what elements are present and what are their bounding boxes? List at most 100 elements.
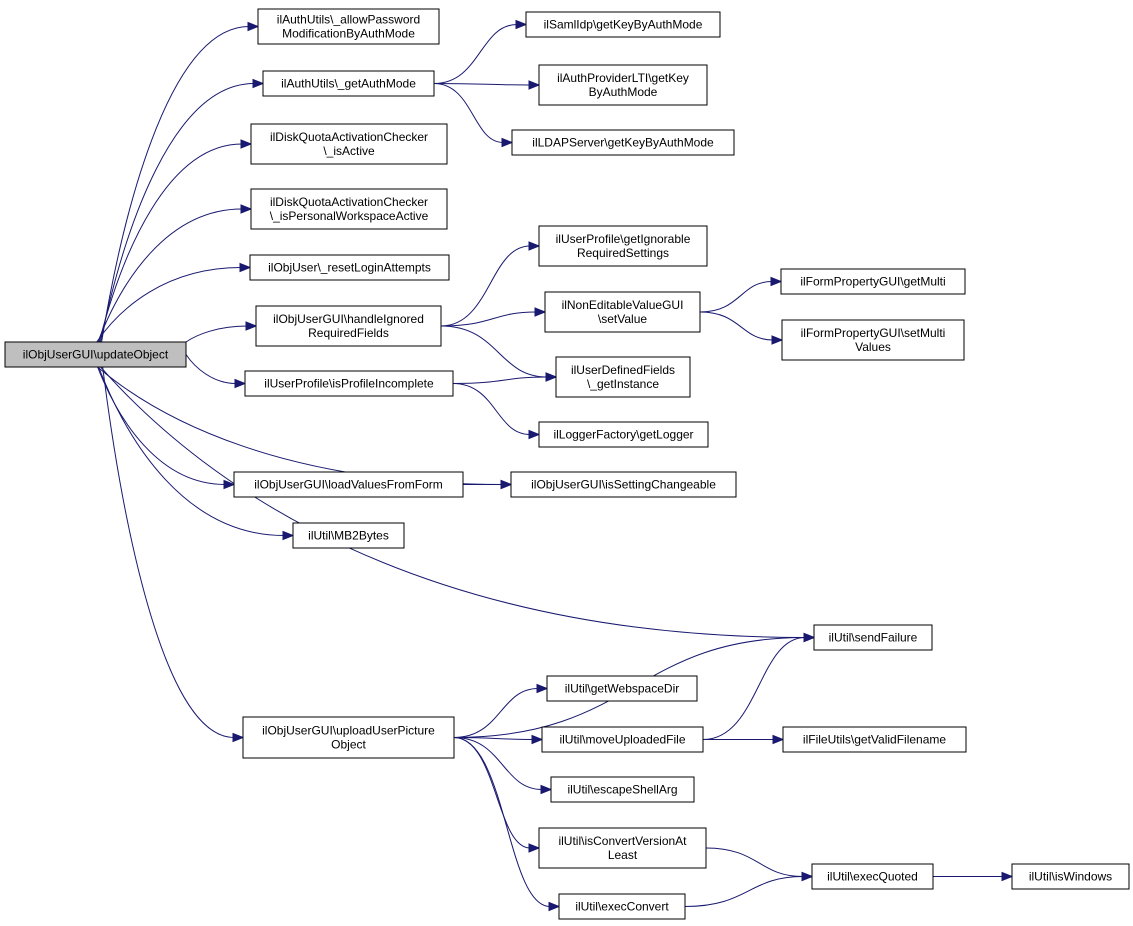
node-mb2bytes[interactable]: ilUtil\MB2Bytes [292, 522, 405, 549]
node-box [250, 188, 448, 230]
edge-root-to-diskActive [98, 143, 243, 343]
node-escapeShell[interactable]: ilUtil\escapeShellArg [550, 776, 695, 803]
arrowhead-uploadPicture-to-execConvert [548, 901, 561, 912]
node-box [242, 716, 455, 759]
node-webspaceDir[interactable]: ilUtil\getWebspaceDir [546, 675, 698, 702]
node-label: ilAuthUtils\_allowPassword [277, 13, 420, 27]
arrowhead-execQuoted-to-isWindows [1001, 871, 1014, 882]
node-box [781, 319, 965, 361]
node-label: ilUtil\escapeShellArg [567, 783, 677, 797]
edge-root-to-mb2bytes [98, 366, 285, 536]
node-box [538, 421, 709, 448]
node-validFilename[interactable]: ilFileUtils\getValidFilename [782, 726, 967, 753]
node-box [813, 624, 933, 651]
node-box [811, 863, 934, 890]
node-label: ilNonEditableValueGUI [562, 298, 684, 312]
node-loggerFactory[interactable]: ilLoggerFactory\getLogger [538, 421, 709, 448]
edge-uploadPicture-to-execConvert [453, 737, 551, 907]
node-nonEditable[interactable]: ilNonEditableValueGUI\setValue [544, 291, 701, 333]
arrowhead-getAuthMode-to-ldapKey [501, 137, 514, 148]
node-getAuthMode[interactable]: ilAuthUtils\_getAuthMode [262, 70, 435, 97]
node-isWindows[interactable]: ilUtil\isWindows [1011, 863, 1130, 890]
node-execQuoted[interactable]: ilUtil\execQuoted [811, 863, 934, 890]
node-label: ilUtil\sendFailure [829, 631, 918, 645]
nodes-layer: ilObjUserGUI\updateObject ilAuthUtils\_al… [4, 8, 1130, 920]
edge-profileIncomplete-to-userDefined [452, 376, 548, 384]
node-ltiKey[interactable]: ilAuthProviderLTI\getKeyByAuthMode [538, 64, 708, 106]
arrowhead-root-to-getAuthMode [252, 78, 265, 89]
node-box [255, 305, 442, 347]
node-box [780, 268, 966, 295]
node-ignorableSettings[interactable]: ilUserProfile\getIgnorableRequiredSettin… [538, 225, 708, 267]
edge-handleIgnored-to-userDefined [440, 325, 548, 378]
arrowhead-uploadPicture-to-escapeShell [540, 784, 553, 795]
node-box [1011, 863, 1130, 890]
arrowhead-loadValues-to-settingChangeable [500, 479, 513, 490]
node-box [510, 471, 737, 498]
node-resetLogin[interactable]: ilObjUser\_resetLoginAttempts [249, 254, 450, 281]
node-getMulti[interactable]: ilFormPropertyGUI\getMulti [780, 268, 966, 295]
node-profileIncomplete[interactable]: ilUserProfile\isProfileIncomplete [244, 370, 454, 397]
node-loadValues[interactable]: ilObjUserGUI\loadValuesFromForm [233, 471, 464, 498]
node-box [249, 254, 450, 281]
node-moveUploaded[interactable]: ilUtil\moveUploadedFile [541, 726, 704, 753]
node-allowPwd[interactable]: ilAuthUtils\_allowPasswordModificationBy… [257, 8, 440, 45]
node-label: ModificationByAuthMode [282, 27, 415, 41]
arrowhead-handleIgnored-to-ignorableSettings [528, 241, 541, 251]
arrowhead-root-to-mb2bytes [282, 530, 295, 541]
edge-root-to-loadValues [97, 366, 226, 485]
node-userDefined[interactable]: ilUserDefinedFields\_getInstance [555, 356, 691, 398]
edge-handleIgnored-to-nonEditable [440, 311, 537, 327]
node-label: ilObjUserGUI\uploadUserPicture [262, 724, 435, 738]
edge-convertVersion-to-execQuoted [705, 847, 804, 877]
node-label: RequiredFields [308, 326, 389, 340]
node-label: \_isActive [323, 144, 375, 158]
node-label: ilUtil\getWebspaceDir [565, 682, 680, 696]
node-label: ilSamlIdp\getKeyByAuthMode [544, 18, 703, 32]
node-label: ilUserDefinedFields [571, 363, 675, 377]
node-samlKey[interactable]: ilSamlIdp\getKeyByAuthMode [525, 11, 721, 38]
node-root[interactable]: ilObjUserGUI\updateObject [4, 341, 187, 368]
arrowhead-root-to-diskActive [240, 139, 253, 149]
node-sendFailure[interactable]: ilUtil\sendFailure [813, 624, 933, 651]
node-ldapKey[interactable]: ilLDAPServer\getKeyByAuthMode [511, 129, 735, 156]
edge-root-to-getAuthMode [99, 83, 255, 343]
edge-getAuthMode-to-samlKey [433, 24, 518, 84]
node-diskActive[interactable]: ilDiskQuotaActivationChecker\_isActive [250, 123, 448, 165]
edge-root-to-handleIgnored [185, 325, 248, 343]
node-label: ilUtil\isWindows [1029, 870, 1112, 884]
node-diskPersonal[interactable]: ilDiskQuotaActivationChecker\_isPersonal… [250, 188, 448, 230]
node-box [544, 291, 701, 333]
node-box [292, 522, 405, 549]
arrowhead-profileIncomplete-to-userDefined [545, 372, 558, 382]
node-box [244, 370, 454, 397]
arrowhead-nonEditable-to-getMulti [770, 276, 783, 287]
node-label: ilAuthProviderLTI\getKey [557, 71, 689, 85]
node-label: ilUtil\execQuoted [827, 870, 918, 884]
arrowhead-getAuthMode-to-ltiKey [528, 80, 541, 90]
node-execConvert[interactable]: ilUtil\execConvert [558, 893, 686, 920]
arrowhead-execConvert-to-execQuoted [801, 871, 814, 882]
node-label: ilFormPropertyGUI\getMulti [800, 275, 945, 289]
edge-execConvert-to-execQuoted [684, 876, 804, 907]
node-label: ilUtil\isConvertVersionAt [558, 834, 687, 848]
node-box [262, 70, 435, 97]
node-box [538, 225, 708, 267]
arrowhead-root-to-allowPwd [247, 21, 260, 32]
node-settingChangeable[interactable]: ilObjUserGUI\isSettingChangeable [510, 471, 737, 498]
edge-uploadPicture-to-escapeShell [453, 737, 543, 790]
arrowhead-moveUploaded-to-sendFailure [803, 632, 816, 643]
edge-root-to-resetLogin [96, 267, 242, 343]
node-label: \_getInstance [587, 377, 659, 391]
node-box [558, 893, 686, 920]
node-label: ilUtil\execConvert [575, 900, 669, 914]
node-label: \_isPersonalWorkspaceActive [270, 209, 429, 223]
arrowhead-root-to-resetLogin [239, 262, 252, 273]
arrowhead-root-to-profileIncomplete [234, 378, 247, 389]
edge-nonEditable-to-setMulti [699, 311, 774, 341]
